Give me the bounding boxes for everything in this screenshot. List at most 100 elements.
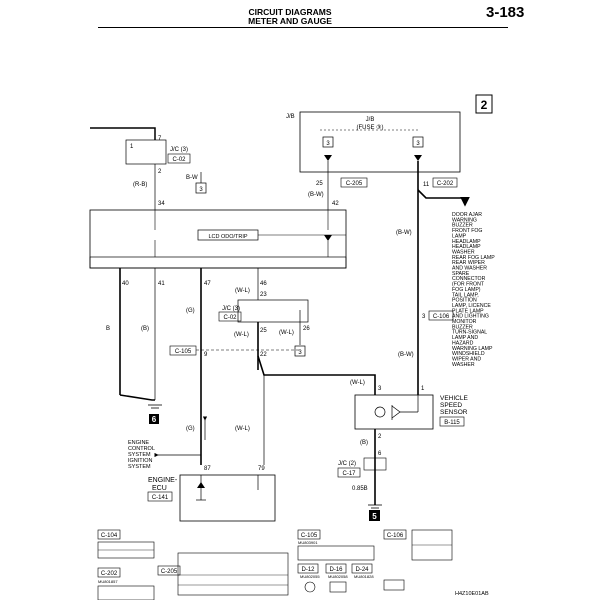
vehicle-speed-sensor-box [354,394,434,430]
load-list-item: WASHER [452,249,475,255]
conn-c106: C-106 [387,533,404,539]
header-rule [98,27,508,28]
load-list-item: WARNING [452,217,477,223]
wire-size-085b: 0.85B [352,486,368,492]
c141-label: C-141 [152,495,169,501]
load-list-item: FOG LAMP) [452,287,481,293]
load-list-item: BUZZER [452,223,473,229]
pin-2-label: 2 [158,169,162,175]
pin-2-vss: 2 [378,434,382,440]
svg-text:SYSTEM: SYSTEM [128,464,151,470]
pin-46-label: 46 [260,281,267,287]
svg-text:IGNITION: IGNITION [128,458,152,464]
engine-ecu-label-2: ECU [152,485,167,492]
load-list-item: HEADLAMP [452,244,481,250]
header-title: CIRCUIT DIAGRAMS METER AND GAUGE [230,8,350,26]
load-list-item: (FOR FRONT [452,282,485,288]
svg-text:ENGINE: ENGINE [128,440,149,446]
mu-d24: MU801828 [354,574,374,579]
b115-label: B-115 [444,420,460,426]
load-list-item: WASHER [452,362,475,368]
wire-wl-paren: (W-L) [235,288,250,294]
wire-b-left: B [106,326,110,332]
load-list-item: POSITION [452,298,477,304]
pin-34-label: 34 [158,201,165,207]
fuse-left-box [322,136,334,148]
c02-mid-label: C-02 [223,315,237,321]
conn-d16: D-16 [329,567,343,573]
load-list-item: WARNING LAMP [452,346,493,352]
lcd-odo-trip-label: LCD ODO/TRIP [208,234,247,240]
conn-c202: C-202 [101,571,118,577]
c202-label: C-202 [437,181,454,187]
jc3-top-label: J/C (3) [170,147,188,153]
vss-title-1: VEHICLE [440,395,468,402]
wire-wl-vss: (W-L) [350,380,365,386]
pin-23-label: 23 [260,292,267,298]
jc3-top-box [125,139,167,165]
pin-47-label: 47 [204,281,211,287]
pin-1-label: 1 [130,144,134,150]
engine-control-label: ENGINE CONTROL SYSTEM IGNITION SYSTEM [128,440,155,470]
load-list-item: HEADLAMP [452,239,481,245]
load-list-item: PLATE LAMP [452,308,484,314]
mu-d12: MU802055 [300,574,320,579]
mu-c202: MU801857 [98,579,118,584]
wire-wl-right: (W-L) [279,330,294,336]
wire-bw-right: (B-W) [396,230,412,236]
wire-bw-label: B-W [186,175,198,181]
load-list-item: SPARE [452,271,470,277]
fuse-left-number: 3 [326,141,330,147]
load-list-item: REAR WIPER [452,260,485,266]
wire-g-low: (G) [186,426,195,432]
wire-rb-label: (R-B) [133,182,147,188]
load-list-item: BUZZER [452,324,473,330]
c17-label: C-17 [342,471,356,477]
svg-text:CONTROL: CONTROL [128,446,155,452]
header-title-line2: METER AND GAUGE [248,16,332,26]
pin-25-top: 25 [316,181,323,187]
pin-9-label: 9 [204,352,208,358]
figure-code: H4Z10E01AB [455,591,489,597]
pin-11-label: 11 [423,182,430,188]
page-number: 3-183 [486,4,525,21]
pin-42-label: 42 [332,201,339,207]
pin-6-vss: 6 [378,451,382,457]
conn-c104: C-104 [101,533,118,539]
wire-wl-low: (W-L) [235,426,250,432]
c02-top-label: C-02 [172,157,186,163]
jb-box [299,111,461,173]
pin-3-right: 3 [422,314,426,320]
pin-79-label: 79 [258,466,265,472]
conn-c105: C-105 [301,533,318,539]
pin-7-label: 7 [158,136,162,142]
connector-views: C-104 C-202 MU801857 C-205 C-105 MU80390… [97,529,489,600]
connector-3-left: 3 [199,187,203,193]
jc2-label: J/C (2) [338,461,356,467]
load-list-item: CONNECTOR [452,276,486,282]
jb-title: J/B [366,117,375,123]
load-list-item: LAMP, LICENCE [452,303,491,309]
load-list-item: LAMP AND [452,335,478,341]
pin-26-label: 26 [303,326,310,332]
fuse-right-number: 3 [416,141,420,147]
wire-b-vss: (B) [360,440,368,446]
wire-g-paren: (G) [186,308,195,314]
wire-bw-low: (B-W) [398,352,414,358]
wire-top-left-feed [90,127,156,140]
fuse-right-box [412,136,424,148]
load-list-item: HAZARD [452,340,474,346]
mu-d16: MU802058 [328,574,348,579]
jb-fuse-label: (FUSE ③) [356,124,383,131]
mu-c105: MU803901 [298,540,318,545]
pin-1-vss: 1 [421,386,425,392]
load-list-item: AND LIGHTING [452,314,489,320]
load-list-item: AND WASHER [452,266,487,272]
ground-6-label: 6 [152,415,157,424]
load-list-item: FRONT FOG [452,228,482,234]
load-list-item: TAIL LAMP, [452,292,479,298]
load-list-item: TURN-SIGNAL [452,330,487,336]
